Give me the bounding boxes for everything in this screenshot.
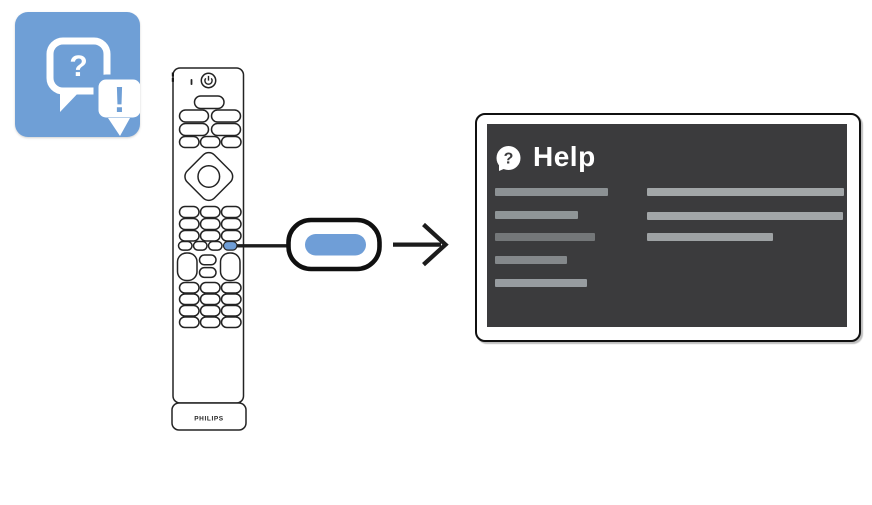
help-questions-icon: ? ! <box>15 12 140 137</box>
exclamation-glyph: ! <box>114 79 126 120</box>
question-glyph: ? <box>69 50 87 83</box>
side-tick-icon <box>171 77 174 82</box>
digit-key <box>199 316 221 329</box>
placeholder-text-bar <box>647 212 843 220</box>
digit-key <box>199 281 221 294</box>
function-button <box>178 109 210 123</box>
help-menu-panel: ? Help <box>487 124 847 327</box>
remote-illustration: PHILIPS <box>171 67 449 431</box>
digit-key <box>199 304 221 317</box>
function-button <box>210 109 242 123</box>
placeholder-text-bar <box>495 256 567 264</box>
help-bubble-glyph: ? <box>504 151 514 168</box>
placeholder-bars-left-column <box>487 124 847 327</box>
volume-rocker <box>176 252 198 282</box>
digit-key <box>178 304 200 317</box>
menu-button <box>178 135 200 149</box>
side-tick-icon <box>171 72 174 77</box>
exclamation-bubble-icon: ! <box>93 74 140 136</box>
menu-button <box>178 205 200 219</box>
digit-key <box>220 304 242 317</box>
arrow-right-icon <box>393 222 449 267</box>
center-key <box>198 254 217 266</box>
blue-color-key <box>222 240 238 251</box>
menu-button <box>199 135 221 149</box>
digit-key <box>178 316 200 329</box>
function-button <box>210 122 242 137</box>
color-key <box>207 240 223 251</box>
menu-button <box>220 135 242 149</box>
tv-screen: ? Help <box>475 113 861 342</box>
remote-bottom-cap <box>171 402 247 431</box>
menu-button <box>199 229 221 242</box>
power-icon <box>204 77 213 85</box>
menu-button <box>220 229 242 242</box>
mic-indicator-icon <box>190 79 193 85</box>
menu-button <box>178 229 200 242</box>
digit-key <box>199 293 221 306</box>
placeholder-text-bar <box>647 188 844 196</box>
digit-key <box>178 281 200 294</box>
magnified-blue-button <box>305 234 366 256</box>
menu-button <box>220 217 242 231</box>
placeholder-text-bar <box>647 233 773 241</box>
menu-button <box>220 205 242 219</box>
digit-key <box>220 281 242 294</box>
button-callout <box>286 217 382 272</box>
placeholder-text-bar <box>495 279 587 287</box>
digit-key <box>220 316 242 329</box>
function-button <box>178 122 210 137</box>
brand-label: PHILIPS <box>194 416 224 423</box>
help-menu-header: ? Help <box>496 141 596 173</box>
voice-button <box>193 95 225 110</box>
channel-rocker <box>219 252 241 282</box>
menu-button <box>199 205 221 219</box>
placeholder-text-bar <box>495 211 578 219</box>
power-button <box>200 72 217 89</box>
center-key <box>198 266 217 279</box>
question-bubble-icon: ? <box>46 37 111 112</box>
ok-button <box>197 164 221 189</box>
menu-button <box>178 217 200 231</box>
digit-key <box>220 293 242 306</box>
placeholder-text-bar <box>495 188 608 196</box>
help-bubble-icon: ? <box>496 146 521 171</box>
color-key <box>192 240 208 251</box>
digit-key <box>178 293 200 306</box>
menu-button <box>199 217 221 231</box>
color-key <box>177 240 193 251</box>
placeholder-text-bar <box>495 233 595 241</box>
placeholder-bars-right-column <box>487 124 847 327</box>
help-menu-title: Help <box>533 141 596 172</box>
nav-pad <box>184 151 234 202</box>
